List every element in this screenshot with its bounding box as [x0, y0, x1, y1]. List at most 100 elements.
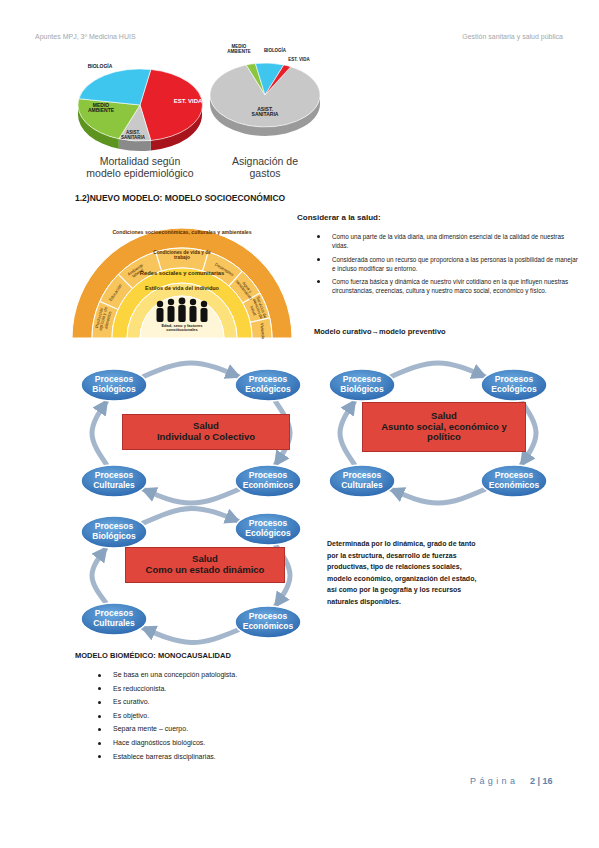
chart-caption: Mortalidad según modelo epidemiológico [84, 155, 196, 179]
ellipse-outline [81, 465, 147, 497]
rainbow-core [140, 296, 224, 338]
sector-label: Vivienda [258, 318, 265, 344]
cycle-arrow [391, 363, 484, 376]
bullet-dot [317, 258, 320, 261]
bullet-dot [98, 728, 101, 731]
cycle-arrow [92, 548, 106, 602]
box-title: Salud [431, 411, 457, 422]
text-holder: Procesos Ecológicos [480, 368, 548, 402]
chart-caption: Asignación de gastos [225, 155, 305, 179]
bullet-dot [98, 687, 101, 690]
bullet-text: Es objetivo. [113, 712, 413, 721]
bullet-text: Considerada como un recurso que proporci… [332, 255, 580, 274]
process-ellipse: Procesos Biológicos [80, 515, 148, 549]
slice-label: BIOLOGÍA [80, 63, 120, 69]
box-title: Salud [193, 421, 219, 432]
process-name: Procesos Biológicos [332, 375, 392, 395]
process-name: Procesos Económicos [484, 471, 544, 491]
ellipse-outline [81, 603, 147, 635]
process-ellipse: Procesos Biológicos [80, 368, 148, 402]
box-subtitle: Asunto social, económico y político [367, 422, 521, 444]
process-ellipse: Procesos Ecológicos [480, 368, 548, 402]
band-label: Condiciones socioeconómicas, culturales … [112, 229, 252, 235]
ellipse-outline [235, 465, 301, 497]
ellipse-outline [481, 465, 547, 497]
running-header: Gestión sanitaria y salud pública [343, 33, 563, 42]
bullet-text: Separa mente – cuerpo. [113, 725, 413, 734]
bullet-text: Es reduccionista. [113, 685, 413, 694]
subheading: Considerar a la salud: [297, 213, 517, 223]
pie-slice [265, 65, 291, 95]
ellipse-outline [481, 369, 547, 401]
text-holder: Procesos Biológicos [80, 368, 148, 402]
process-ellipse: Procesos Culturales [80, 464, 148, 498]
core-label: Edad, sexo y factores constitucionales [154, 324, 210, 333]
subheading: MODELO BIOMÉDICO: MONOCAUSALIDAD [75, 651, 395, 660]
rainbow-band [92, 248, 272, 338]
text-holder: Procesos Culturales [80, 602, 148, 636]
process-name: Procesos Ecológicos [484, 375, 544, 395]
bullet-text: Es curativo. [113, 698, 413, 707]
cycle-arrow [391, 490, 484, 503]
process-name: Procesos Ecológicos [238, 519, 298, 539]
box-subtitle: Individual o Colectivo [157, 432, 255, 443]
cycle-arrow [144, 489, 239, 503]
slice-label: EST. VIDA [168, 98, 208, 106]
slice-label: MEDIO AMBIENTE [224, 45, 254, 54]
paragraph: Determinada por lo dinámica, grado de ta… [327, 538, 479, 607]
process-ellipse: Procesos Económicos [234, 605, 302, 639]
process-name: Procesos Culturales [84, 471, 144, 491]
process-ellipse: Procesos Ecológicos [234, 368, 302, 402]
rainbow-band [72, 228, 292, 338]
text-holder: Procesos Biológicos [80, 515, 148, 549]
bullet-text: Como fuerza básica y dinámica de nuestro… [332, 277, 580, 296]
box-title: Salud [192, 554, 218, 565]
ellipse-outline [235, 369, 301, 401]
text-holder: Procesos Ecológicos [234, 512, 302, 546]
running-header: Apuntes MPJ, 3º Medicina HUIS [35, 33, 255, 42]
people-silhouettes [157, 298, 208, 322]
text-holder: SaludAsunto social, económico y político [363, 403, 525, 451]
process-name: Procesos Culturales [332, 471, 392, 491]
band-label: Redes sociales y comunitarias [132, 270, 232, 277]
rainbow-band [127, 283, 237, 338]
slice-label: MEDIO AMBIENTE [86, 103, 116, 114]
slice-label: ASIST. SANITARIA [246, 107, 284, 118]
process-name: Procesos Económicos [238, 471, 298, 491]
band-label: Estilos de vida del individuo [142, 285, 222, 292]
bullet-dot [98, 674, 101, 677]
text-holder: Procesos Biológicos [328, 368, 396, 402]
bullet-dot [317, 235, 320, 238]
ellipse-outline [235, 513, 301, 545]
pie-slice [140, 70, 203, 141]
band-label: Condiciones de vida y de trabajo [152, 250, 212, 261]
text-holder: SaludComo un estado dinámico [126, 548, 284, 582]
cycle-arrow [143, 508, 238, 523]
bullet-text: Establece barreras disciplinarias. [113, 753, 413, 762]
bullet-dot [98, 742, 101, 745]
ellipse-outline [81, 516, 147, 548]
process-ellipse: Procesos Ecológicos [234, 512, 302, 546]
bullet-text: Se basa en una concepción patologista. [113, 671, 413, 680]
bullet-text: Hace diagnósticos biológicos. [113, 739, 413, 748]
process-ellipse: Procesos Biológicos [328, 368, 396, 402]
text-holder: Procesos Económicos [234, 605, 302, 639]
slice-label: BIOLOGÍA [258, 48, 292, 54]
cycle-arrow [340, 402, 354, 465]
note-text: Modelo curativo→modelo preventivo [314, 327, 574, 336]
box-subtitle: Como un estado dinámico [146, 565, 265, 576]
ellipse-outline [329, 465, 395, 497]
topic-box: SaludAsunto social, económico y político [362, 402, 526, 452]
process-name: Procesos Biológicos [84, 522, 144, 542]
cycle-arrow [143, 628, 238, 643]
bullet-dot [317, 280, 320, 283]
bullet-dot [98, 701, 101, 704]
text-holder: Procesos Económicos [234, 464, 302, 498]
topic-box: SaludComo un estado dinámico [125, 547, 285, 583]
ellipse-outline [235, 606, 301, 638]
bullet-dot [98, 755, 101, 758]
sector-dividers [100, 252, 270, 322]
process-name: Procesos Culturales [84, 609, 144, 629]
process-ellipse: Procesos Económicos [234, 464, 302, 498]
